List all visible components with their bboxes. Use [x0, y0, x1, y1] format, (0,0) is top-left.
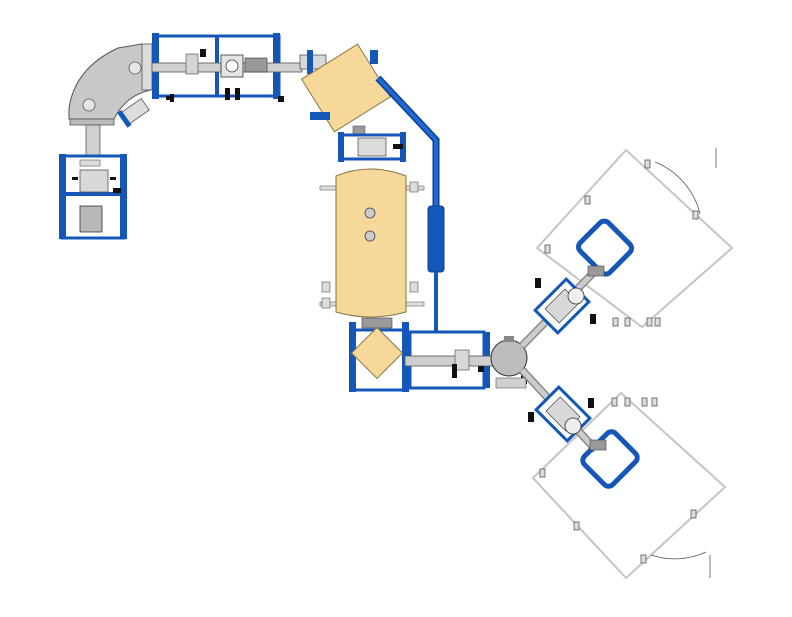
upper-arm [519, 218, 635, 349]
tan-vessel [319, 168, 425, 318]
upper-enclosure [535, 148, 734, 329]
lower-enclosure [531, 391, 727, 580]
tan-block-upper [299, 43, 392, 143]
lower-arm [519, 367, 640, 489]
tan-block-lower [350, 317, 404, 380]
bottom-frame [349, 322, 526, 392]
small-frame-mid [338, 132, 406, 162]
top-frame [151, 33, 303, 102]
bend-elbow [68, 43, 153, 128]
left-stand [59, 124, 127, 240]
cross-pipe [375, 75, 445, 333]
